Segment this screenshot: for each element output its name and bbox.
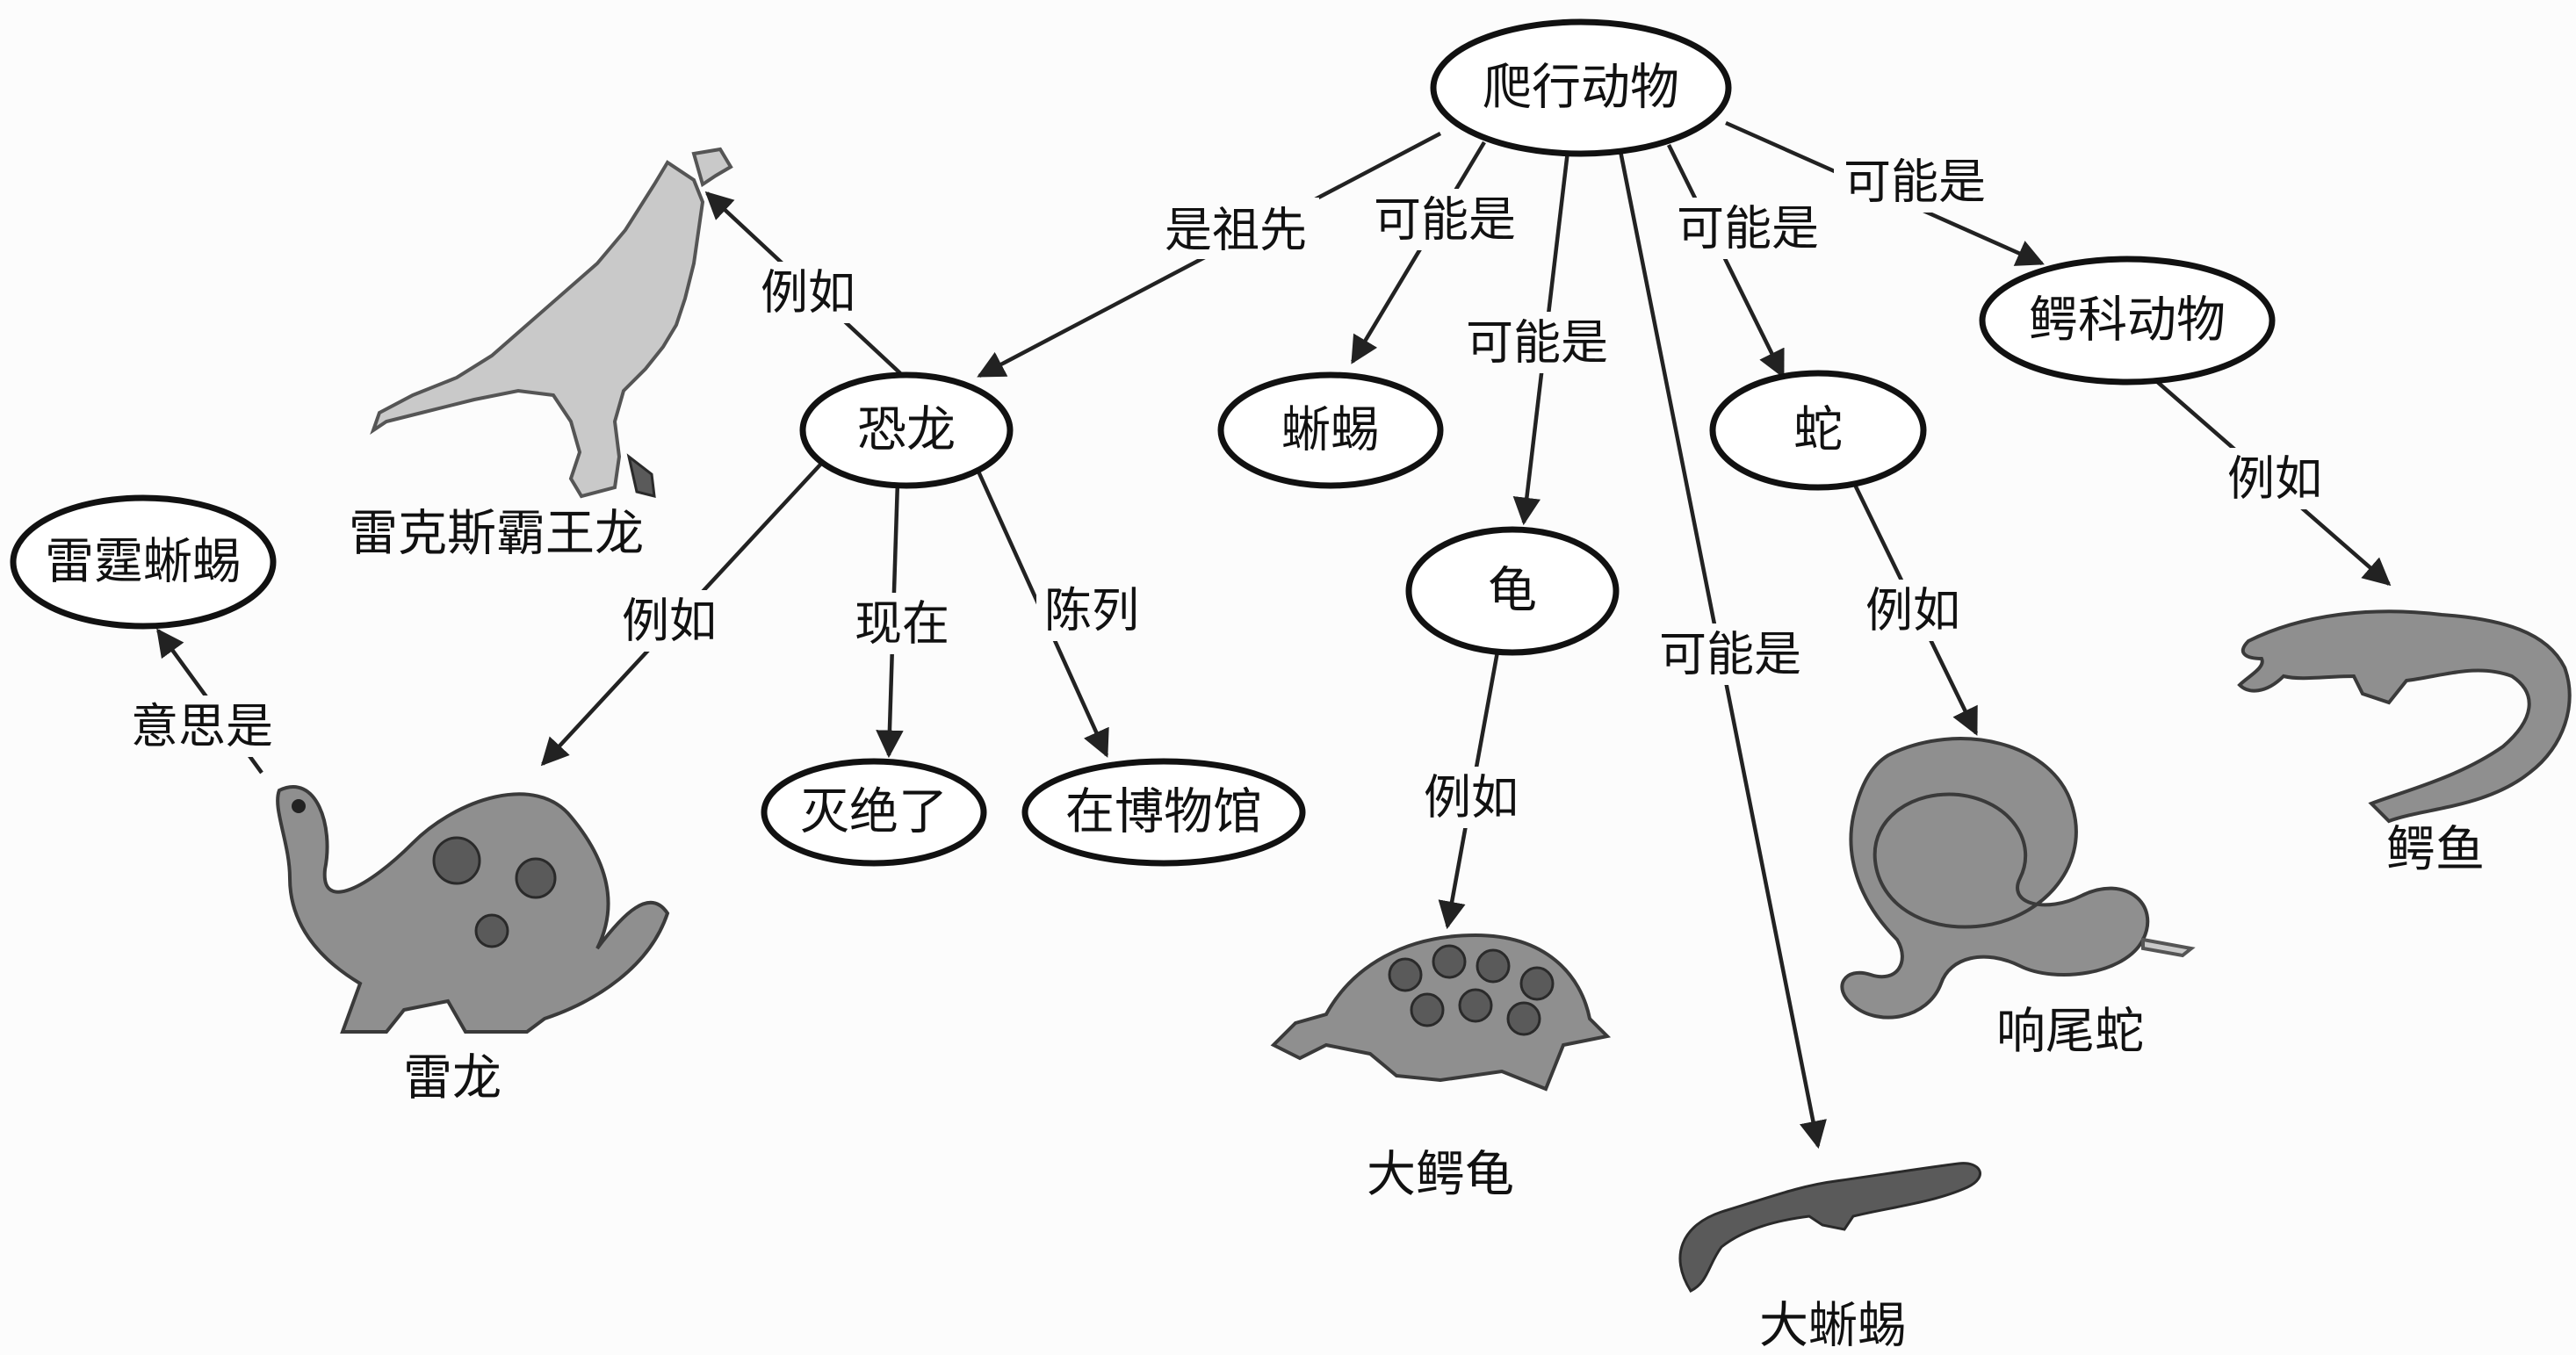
caption-trex: 雷克斯霸王龙 xyxy=(349,506,644,563)
edge-label-meaning: 意思是 xyxy=(121,696,285,757)
svg-text:恐龙: 恐龙 xyxy=(857,402,956,459)
svg-text:可能是: 可能是 xyxy=(1659,627,1801,682)
svg-text:例如: 例如 xyxy=(1424,770,1519,825)
node-thunder-lizard: 雷霆蜥蜴 xyxy=(10,494,277,630)
svg-text:例如: 例如 xyxy=(622,594,717,649)
svg-text:蜥蜴: 蜥蜴 xyxy=(1281,402,1380,459)
svg-text:是祖先: 是祖先 xyxy=(1165,203,1307,258)
svg-text:灭绝了: 灭绝了 xyxy=(800,784,948,841)
edge-label-maybe-lizard: 可能是 xyxy=(1363,189,1526,250)
big-lizard-illustration xyxy=(1678,1162,1981,1293)
svg-text:陈列: 陈列 xyxy=(1044,583,1139,638)
svg-text:例如: 例如 xyxy=(2227,451,2322,507)
svg-text:例如: 例如 xyxy=(1865,583,1960,638)
edge-label-maybe-turtle: 可能是 xyxy=(1456,312,1620,373)
svg-text:龟: 龟 xyxy=(1488,563,1537,620)
node-snake: 蛇 xyxy=(1709,370,1927,491)
rattlesnake-illustration xyxy=(1840,737,2196,1020)
svg-text:例如: 例如 xyxy=(761,265,855,321)
node-in-museum: 在博物馆 xyxy=(1021,758,1306,867)
node-dinosaur: 恐龙 xyxy=(799,371,1014,489)
svg-text:可能是: 可能是 xyxy=(1844,155,1986,210)
edge-label-eg-snake: 例如 xyxy=(1858,580,1968,641)
edge-reptiles-snake xyxy=(1666,144,1786,378)
edge-label-eg-trex: 例如 xyxy=(754,262,864,323)
crocodile-illustration xyxy=(2237,609,2572,824)
node-turtle: 龟 xyxy=(1405,526,1620,656)
caption-big-lizard: 大蜥蜴 xyxy=(1759,1298,1907,1355)
svg-text:现在: 现在 xyxy=(855,596,949,652)
node-reptiles: 爬行动物 xyxy=(1430,18,1732,157)
svg-text:爬行动物: 爬行动物 xyxy=(1483,60,1679,117)
edge-label-maybe-big-lizard: 可能是 xyxy=(1649,623,1813,685)
caption-snapping-turtle: 大鳄龟 xyxy=(1367,1147,1514,1204)
edge-label-maybe-croc: 可能是 xyxy=(1834,151,1997,213)
edge-label-now: 现在 xyxy=(848,593,958,654)
trex-illustration xyxy=(370,147,733,499)
node-lizard: 蜥蜴 xyxy=(1217,371,1444,489)
svg-text:可能是: 可能是 xyxy=(1677,201,1819,256)
edge-label-maybe-snake: 可能是 xyxy=(1667,198,1830,259)
caption-rattlesnake: 响尾蛇 xyxy=(1996,1004,2144,1061)
edge-label-is-ancestor: 是祖先 xyxy=(1152,198,1319,259)
caption-brontosaurus: 雷龙 xyxy=(403,1050,501,1107)
svg-text:可能是: 可能是 xyxy=(1374,192,1516,248)
edge-label-eg-turtle: 例如 xyxy=(1416,767,1526,828)
edge-label-eg-croc: 例如 xyxy=(2220,448,2331,509)
svg-text:雷霆蜥蜴: 雷霆蜥蜴 xyxy=(45,534,242,591)
edge-label-eg-brontosaurus: 例如 xyxy=(615,590,725,652)
node-extinct: 灭绝了 xyxy=(761,758,987,867)
svg-text:蛇: 蛇 xyxy=(1793,402,1843,459)
snapping-turtle-illustration xyxy=(1270,933,1612,1092)
svg-text:可能是: 可能是 xyxy=(1466,315,1608,371)
edge-label-display: 陈列 xyxy=(1036,580,1147,641)
node-crocodilians: 鳄科动物 xyxy=(1979,256,2276,386)
edge-reptiles-lizard xyxy=(1351,141,1486,364)
svg-text:意思是: 意思是 xyxy=(131,699,273,754)
svg-text:鳄科动物: 鳄科动物 xyxy=(2029,292,2226,350)
svg-text:在博物馆: 在博物馆 xyxy=(1065,784,1262,841)
brontosaurus-illustration xyxy=(276,785,670,1034)
caption-crocodile: 鳄鱼 xyxy=(2386,822,2485,879)
